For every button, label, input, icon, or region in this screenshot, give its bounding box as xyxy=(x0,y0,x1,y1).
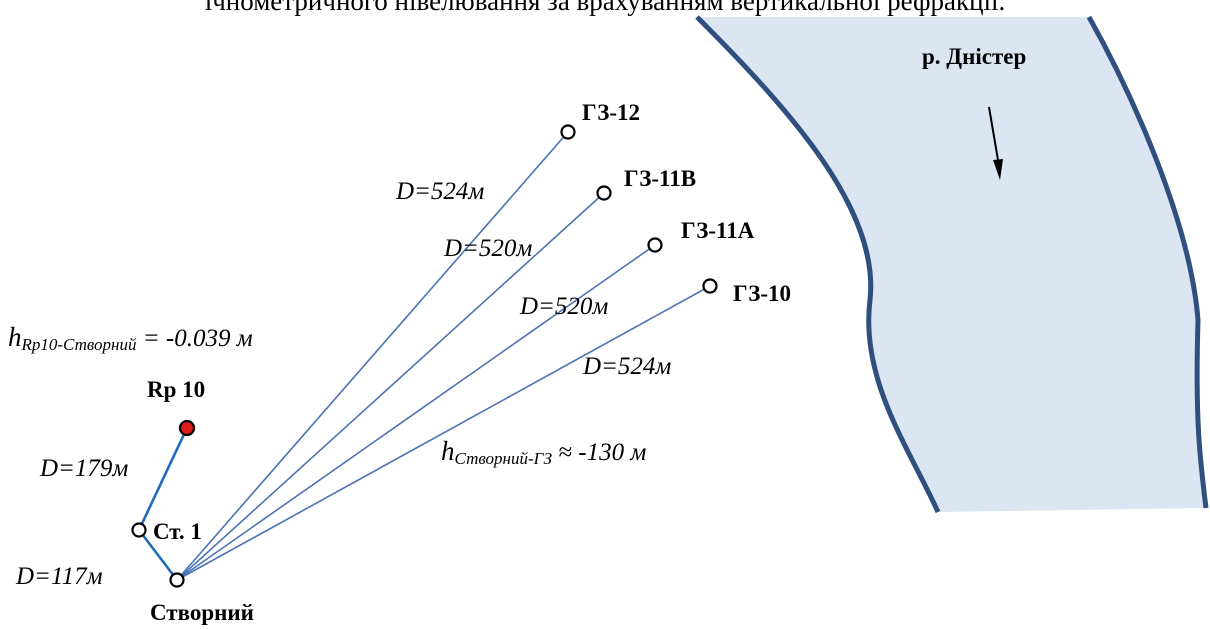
sight-line-gz11a xyxy=(176,244,656,581)
point-gz12-marker xyxy=(560,124,576,140)
label-rp10: Rp 10 xyxy=(147,377,205,402)
label-gz12: ГЗ-12 xyxy=(582,100,640,125)
sight-line-gz12 xyxy=(176,131,569,581)
river-right-bank xyxy=(1086,15,1209,509)
height-stvornyi-gz: hСтворний-ГЗ ≈ -130 м xyxy=(441,436,646,468)
distance-gz12: D=524м xyxy=(395,178,484,205)
label-gz11a: ГЗ-11А xyxy=(681,218,755,243)
sight-line-gz11b xyxy=(176,192,605,581)
flow-direction-arrow xyxy=(988,106,1003,180)
distance-gz11b: D=520м xyxy=(443,235,532,262)
river-left-bank xyxy=(695,15,941,514)
distance-st1-stvornyi: D=117м xyxy=(15,563,103,590)
label-stvornyi: Створний xyxy=(150,600,254,625)
traverse-st1-stvornyi xyxy=(137,529,179,581)
label-st1: Ст. 1 xyxy=(153,519,202,544)
header-text: ічнометричного нівелювання за врахування… xyxy=(204,0,1006,16)
point-rp10-marker xyxy=(178,419,196,437)
distance-gz11a: D=520м xyxy=(519,293,608,320)
label-river: р. Дністер xyxy=(922,44,1026,69)
traverse-lines xyxy=(137,427,189,581)
point-st1-marker xyxy=(131,522,147,538)
distance-gz10: D=524м xyxy=(582,353,671,380)
point-gz11a-marker xyxy=(647,237,663,253)
distance-rp10-st1: D=179м xyxy=(39,455,128,482)
sight-line-gz10 xyxy=(176,285,711,581)
label-gz11b: ГЗ-11В xyxy=(624,166,696,191)
traverse-rp10-st1 xyxy=(137,427,189,531)
height-rp10-stvornyi: hRp10-Створний = -0.039 м xyxy=(8,322,253,354)
point-stvornyi-marker xyxy=(169,572,185,588)
river-area xyxy=(697,17,1206,512)
point-gz10-marker xyxy=(702,278,718,294)
sight-lines xyxy=(176,131,711,581)
label-gz10: ГЗ-10 xyxy=(733,281,791,306)
point-gz11b-marker xyxy=(596,185,612,201)
